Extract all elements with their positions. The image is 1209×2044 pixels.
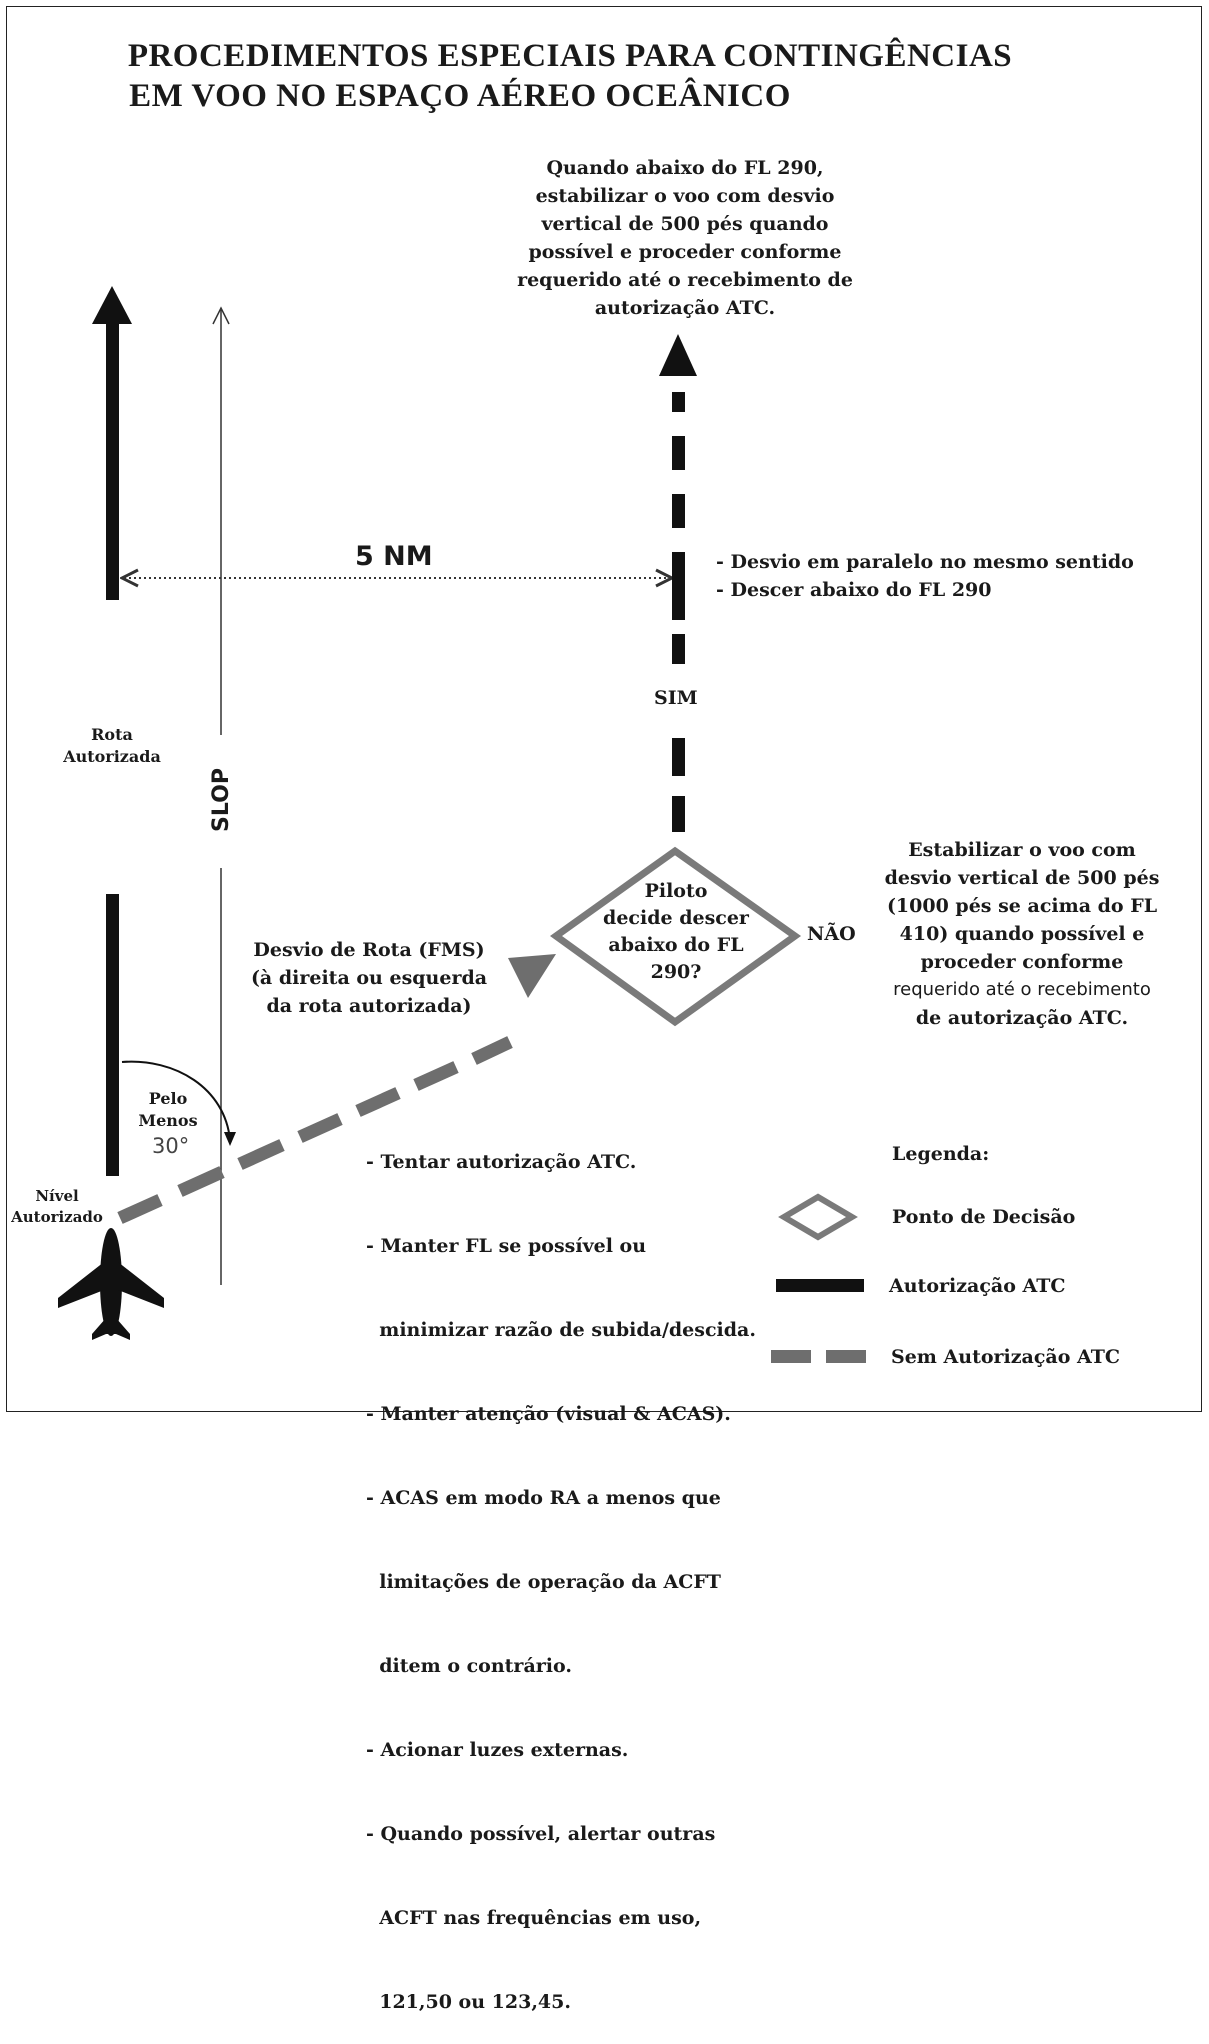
no-note: Estabilizar o voo com desvio vertical de… [862, 836, 1182, 1032]
deviation-label-line: Desvio de Rota (FMS) [253, 939, 485, 961]
yes-branch-dashed-line [659, 334, 697, 832]
decision-text: Piloto decide descer abaixo do FL 290? [586, 878, 766, 986]
top-note-line: autorização ATC. [594, 297, 776, 319]
top-note-line: possível e proceder conforme [528, 241, 842, 263]
legend-decision-point: Ponto de Decisão [892, 1206, 1076, 1228]
no-note-line: (1000 pés se acima do FL [886, 895, 1158, 917]
angle-label: Pelo Menos [128, 1088, 208, 1132]
action-item: - Manter FL se possível ou [366, 1235, 647, 1257]
top-note-line: vertical de 500 pés quando [541, 213, 829, 235]
level-label-line: Nível [35, 1187, 79, 1205]
parallel-note: - Descer abaixo do FL 290 [716, 579, 992, 601]
airplane-icon [58, 1228, 164, 1340]
action-item: - Quando possível, alertar outras [366, 1823, 716, 1845]
top-note-line: requerido até o recebimento de [517, 269, 853, 291]
decision-line: Piloto [644, 880, 708, 902]
no-note-line: de autorização ATC. [915, 1007, 1129, 1029]
action-item: - Tentar autorização ATC. [366, 1151, 637, 1173]
legend-dash-2 [826, 1350, 866, 1363]
page-frame [6, 6, 1202, 1412]
deviation-label-line: (à direita ou esquerda [250, 967, 488, 989]
arrow-up-icon [92, 286, 132, 324]
no-note-line: requerido até o recebimento [893, 979, 1151, 1000]
deviation-label-line: da rota autorizada) [266, 995, 472, 1017]
legend-no-atc-clearance: Sem Autorização ATC [891, 1346, 1120, 1368]
level-label: Nível Autorizado [2, 1186, 112, 1228]
deviation-dashed-line [117, 1036, 513, 1224]
parallel-notes: - Desvio em paralelo no mesmo sentido - … [716, 548, 1186, 604]
no-note-line: Estabilizar o voo com [908, 839, 1136, 861]
no-note-line: desvio vertical de 500 pés [884, 867, 1160, 889]
action-item: - Manter atenção (visual & ACAS). [366, 1403, 731, 1425]
decision-line: decide descer [603, 907, 749, 929]
route-label-line: Autorizada [63, 747, 161, 766]
action-item: minimizar razão de subida/descida. [366, 1319, 756, 1341]
route-label: Rota Autorizada [54, 724, 170, 768]
title-line-1: PROCEDIMENTOS ESPECIAIS PARA CONTINGÊNCI… [127, 38, 1013, 74]
angle-value: 30° [152, 1134, 190, 1158]
action-item: - Acionar luzes externas. [366, 1739, 629, 1761]
legend-atc-clearance: Autorização ATC [889, 1275, 1066, 1297]
parallel-note: - Desvio em paralelo no mesmo sentido [716, 551, 1134, 573]
decision-diamond [550, 846, 802, 1027]
deviation-arrowhead [508, 954, 556, 998]
cleared-route-upper [92, 286, 132, 600]
legend-diamond-icon [778, 1193, 858, 1241]
actions-list: - Tentar autorização ATC. - Manter FL se… [366, 1092, 766, 2044]
deviation-label: Desvio de Rota (FMS) (à direita ou esque… [236, 936, 502, 1020]
title-line-2: EM VOO NO ESPAÇO AÉREO OCEÂNICO [129, 78, 791, 114]
diagram-graphics [58, 286, 866, 1363]
action-item: ditem o contrário. [366, 1655, 572, 1677]
angle-label-line: Menos [138, 1111, 198, 1130]
no-note-line: proceder conforme [920, 951, 1124, 973]
angle-arc [121, 1060, 231, 1141]
legend-solid-line [776, 1279, 864, 1292]
arrow-up-icon [659, 334, 697, 376]
level-label-line: Autorizado [11, 1208, 103, 1226]
slop-line [212, 306, 230, 1285]
decision-line: 290? [650, 961, 702, 983]
angle-arrowhead [224, 1132, 236, 1146]
distance-label: 5 NM [355, 541, 433, 572]
yes-label: SIM [654, 687, 698, 709]
top-note-line: Quando abaixo do FL 290, [546, 157, 824, 179]
slop-label: SLOP [209, 768, 234, 832]
legend-dash-1 [771, 1350, 811, 1363]
no-note-line: 410) quando possível e [899, 923, 1145, 945]
action-item: ACFT nas frequências em uso, [366, 1907, 702, 1929]
action-item: 121,50 ou 123,45. [366, 1991, 571, 2013]
action-item: limitações de operação da ACFT [366, 1571, 721, 1593]
top-note-line: estabilizar o voo com desvio [535, 185, 835, 207]
cleared-route-lower [106, 894, 119, 1176]
decision-line: abaixo do FL [608, 934, 744, 956]
no-label: NÃO [807, 923, 856, 945]
route-label-line: Rota [91, 725, 133, 744]
top-note: Quando abaixo do FL 290, estabilizar o v… [490, 154, 880, 322]
legend-title: Legenda: [892, 1143, 990, 1165]
action-item: - ACAS em modo RA a menos que [366, 1487, 721, 1509]
angle-label-line: Pelo [148, 1089, 188, 1108]
